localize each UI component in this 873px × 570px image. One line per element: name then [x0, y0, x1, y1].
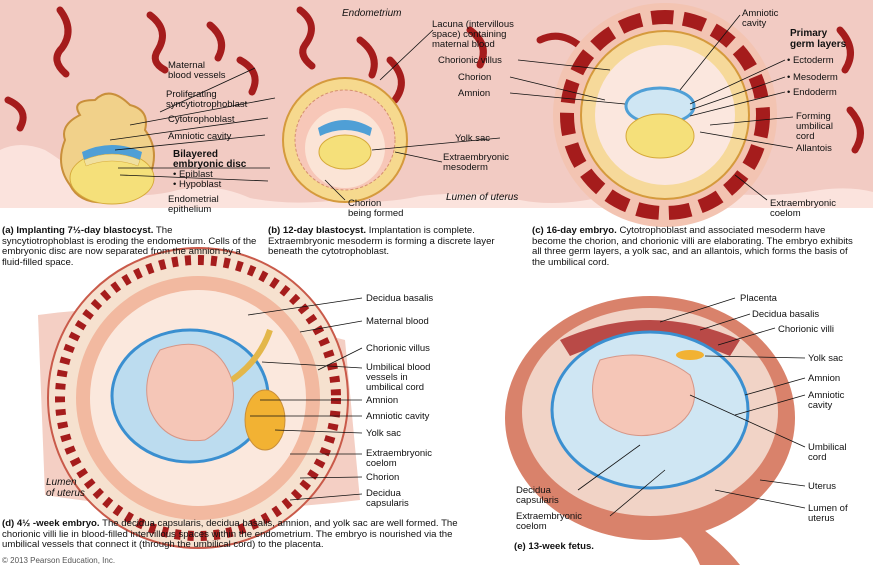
label-chorionic-villus-d: Chorionic villus	[366, 343, 430, 354]
label-cytotrophoblast: Cytotrophoblast	[168, 114, 235, 125]
label-decidua-basalis-e: Decidua basalis	[752, 309, 819, 320]
label-extraembryonic-coelom-d-2: coelom	[366, 458, 397, 469]
embryo-d	[38, 248, 360, 548]
fetus-e	[505, 296, 795, 565]
label-decidua-capsularis-e-2: capsularis	[516, 495, 559, 506]
caption-a: (a) Implanting 7½-day blastocyst. The sy…	[2, 226, 257, 268]
label-amniotic-cavity-e-2: cavity	[808, 400, 833, 411]
label-amnion-c: Amnion	[458, 88, 490, 99]
label-endoderm: • Endoderm	[787, 87, 837, 98]
label-decidua-basalis-d: Decidua basalis	[366, 293, 433, 304]
label-allantois: Allantois	[796, 143, 832, 154]
label-amniotic-cavity-c-2: cavity	[742, 18, 767, 29]
label-placenta: Placenta	[740, 293, 778, 304]
label-primary-germ-layers-1: Primary	[790, 28, 828, 39]
label-extraembryonic-mesoderm-2: mesoderm	[443, 162, 488, 173]
caption-d-title: (d) 4½ -week embryo.	[2, 518, 100, 529]
caption-b: (b) 12-day blastocyst. Implantation is c…	[268, 226, 506, 258]
label-amnion-d: Amnion	[366, 395, 398, 406]
label-chorion-being-formed-2: being formed	[348, 208, 403, 219]
caption-e: (e) 13-week fetus.	[514, 542, 714, 553]
label-proliferating-2: syncytiotrophoblast	[166, 99, 248, 110]
copyright-notice: © 2013 Pearson Education, Inc.	[2, 556, 202, 565]
label-yolk-sac-e: Yolk sac	[808, 353, 843, 364]
label-endometrium: Endometrium	[342, 8, 401, 19]
label-yolk-sac-d: Yolk sac	[366, 428, 401, 439]
caption-c-title: (c) 16-day embryo.	[532, 225, 617, 236]
label-yolk-sac-b: Yolk sac	[455, 133, 490, 144]
label-amniotic-cavity-a: Amniotic cavity	[168, 131, 232, 142]
label-lumen-e-2: uterus	[808, 513, 835, 524]
label-chorion-d: Chorion	[366, 472, 399, 483]
label-lumen-d-1: Lumen	[46, 477, 77, 488]
label-lumen-of-uterus: Lumen of uterus	[446, 192, 518, 203]
blastocyst-b	[283, 78, 407, 202]
label-chorionic-villi-e: Chorionic villi	[778, 324, 834, 335]
label-ectoderm: • Ectoderm	[787, 55, 834, 66]
caption-c: (c) 16-day embryo. Cytotrophoblast and a…	[532, 226, 862, 268]
label-decidua-capsularis-d-2: capsularis	[366, 498, 409, 509]
label-uterus-e: Uterus	[808, 481, 836, 492]
caption-b-title: (b) 12-day blastocyst.	[268, 225, 366, 236]
label-chorionic-villus-c: Chorionic villus	[438, 55, 502, 66]
label-amnion-e: Amnion	[808, 373, 840, 384]
caption-e-title: (e) 13-week fetus.	[514, 541, 594, 552]
label-mesoderm: • Mesoderm	[787, 72, 838, 83]
label-umbilical-vessels-3: umbilical cord	[366, 382, 424, 393]
label-forming-umbilical-cord-3: cord	[796, 131, 814, 142]
label-amniotic-cavity-d: Amniotic cavity	[366, 411, 430, 422]
label-primary-germ-layers-2: germ layers	[790, 39, 847, 50]
label-extraembryonic-coelom-c-2: coelom	[770, 208, 801, 219]
label-umbilical-cord-e-2: cord	[808, 452, 826, 463]
label-maternal-blood-d: Maternal blood	[366, 316, 429, 327]
caption-a-title: (a) Implanting 7½-day blastocyst.	[2, 225, 153, 236]
label-endometrial-epithelium-2: epithelium	[168, 204, 211, 215]
label-lacuna-3: maternal blood	[432, 39, 495, 50]
label-maternal-blood-vessels-2: blood vessels	[168, 70, 226, 81]
label-lumen-d-2: of uterus	[46, 488, 85, 499]
embryo-c	[553, 3, 777, 227]
label-extraembryonic-coelom-e-2: coelom	[516, 521, 547, 532]
label-chorion-c: Chorion	[458, 72, 491, 83]
label-hypoblast: • Hypoblast	[173, 179, 222, 190]
caption-d: (d) 4½ -week embryo. The decidua capsula…	[2, 519, 490, 551]
